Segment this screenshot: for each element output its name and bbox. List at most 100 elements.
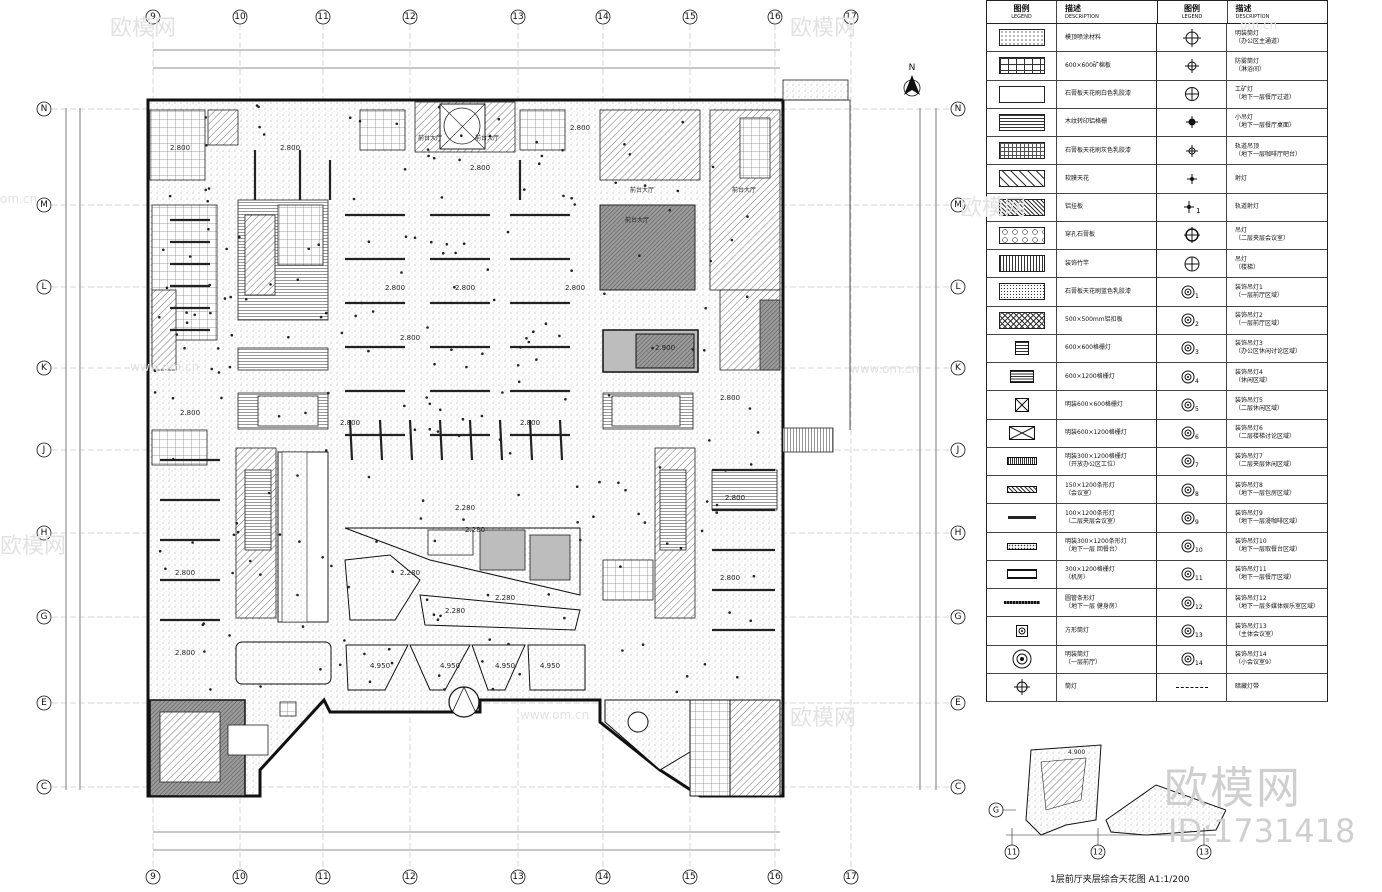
downlight-icon [540, 154, 544, 158]
downlight-icon [564, 398, 567, 401]
downlight-icon [525, 337, 528, 340]
legend-description-line: 防雾筒灯 [1235, 57, 1260, 65]
downlight-icon [205, 144, 208, 147]
downlight-icon [209, 688, 212, 691]
legend-row: 圆管条形灯（地下一层 健身房） [987, 589, 1157, 618]
downlight-icon [461, 417, 465, 421]
legend-row: 600×600矿棉板 [987, 52, 1157, 81]
ceiling-elevation-label: 4.950 [495, 662, 515, 670]
downlight-icon [319, 668, 322, 671]
legend-row: 石膏板天花刷蓝色乳胶漆 [987, 278, 1157, 307]
downlight-icon [643, 521, 647, 524]
downlight-icon [728, 611, 731, 614]
downlight-icon [168, 194, 172, 198]
downlight-icon [715, 503, 719, 507]
legend-row: 明装筒灯（一层前厅） [987, 645, 1157, 674]
thin-strip-icon [987, 504, 1057, 532]
downlight-icon [700, 529, 704, 533]
legend-description: 600×600矿棉板 [1057, 52, 1156, 79]
legend-description: 装饰吊灯13（主体会议室） [1227, 617, 1327, 644]
legend-row: 100×1200条形灯（二层夹层会议室） [987, 504, 1157, 533]
pendant-icon [1157, 221, 1227, 249]
downlight-icon [507, 642, 510, 646]
legend-description-line: （一层前厅） [1065, 659, 1102, 667]
bottom-grid-axis-label: 16 [769, 872, 781, 882]
downlight-icon [532, 330, 535, 334]
legend-description-line: 装饰吊灯11 [1235, 566, 1267, 574]
ceiling-elevation-label: 2.280 [495, 594, 515, 602]
tube-strip-icon [987, 589, 1057, 617]
inset-col-bubble [1196, 844, 1212, 860]
right-row-axis-bubble [950, 101, 966, 117]
downlight-icon [547, 593, 551, 596]
legend-row: 筒灯 [987, 673, 1157, 702]
legend-description: 明装300×1200格栅灯（开放办公区工位） [1057, 448, 1156, 475]
deco-pendant-9-icon: 9 [1157, 504, 1227, 532]
downlight-icon [492, 298, 496, 302]
watermark-id: ID:1731418 [1168, 812, 1356, 850]
legend-description: 装饰吊灯4（休闲区域） [1227, 363, 1327, 390]
legend-description-line: （办公区主通道） [1235, 37, 1284, 45]
downlight-icon [563, 616, 566, 620]
legend-row: 工矿灯（地下一层餐厅过道） [1157, 80, 1327, 109]
downlight-icon [307, 247, 311, 251]
downlight-icon [607, 394, 611, 397]
downlight-icon [465, 365, 468, 369]
left-row-axis-bubble [36, 609, 52, 625]
downlight-icon [440, 196, 444, 199]
left-row-axis-bubble [36, 360, 52, 376]
legend-description-line: （一层前厅区域） [1235, 320, 1284, 328]
downlight-icon [715, 511, 718, 514]
downlight-icon [267, 491, 271, 495]
downlight-icon [450, 348, 453, 352]
downlight-icon [573, 203, 576, 206]
svg-text:4: 4 [1195, 378, 1199, 385]
top-grid-axis-bubble [682, 9, 698, 25]
top-grid-axis-bubble [595, 9, 611, 25]
downlight-icon [637, 512, 640, 516]
downlight-icon [210, 367, 213, 371]
right-row-axis-bubble [950, 525, 966, 541]
downlight-icon [453, 285, 456, 289]
legend-row: 小吊灯（地下一层餐厅桌面） [1157, 108, 1327, 137]
downlight-icon [354, 314, 358, 318]
deco-pendant-6-icon: 6 [1157, 419, 1227, 447]
legend-description: 装饰吊灯3（办公区休闲讨论区域） [1227, 335, 1327, 362]
legend-symbol-cn: 图例 [1013, 3, 1030, 13]
deco-pendant-11-icon: 11 [1157, 560, 1227, 588]
downlight-icon [206, 199, 209, 203]
downlight-icon [562, 194, 565, 198]
downlight-icon [259, 685, 262, 688]
square-grille-icon [987, 334, 1057, 362]
downlight-icon [527, 340, 531, 344]
legend-description-line: （地下一层咖啡厅吧台） [1235, 150, 1302, 158]
legend-description-line: （地下一层 回餐台） [1065, 546, 1121, 554]
legend-description-line: 装饰吊灯4 [1235, 368, 1263, 376]
downlight-icon [486, 268, 490, 271]
ceiling-elevation-label: 2.800 [570, 124, 590, 132]
downlight-icon [430, 240, 433, 244]
downlight-icon [360, 301, 364, 305]
downlight-icon [347, 585, 351, 589]
legend-description: 射灯 [1227, 165, 1327, 192]
ceiling-elevation-label: 2.800 [400, 334, 420, 342]
ceiling-elevation-label: 2.800 [175, 569, 195, 577]
downlight-icon [391, 570, 395, 573]
ceiling-elevation-label: 2.800 [340, 419, 360, 427]
legend-description-line: 模顶喷涂材料 [1065, 33, 1102, 41]
right-row-axis-label: N [955, 104, 962, 114]
legend-description-line: （办公区休闲讨论区域） [1235, 348, 1302, 356]
dotted-swatch-icon [987, 24, 1057, 52]
downlight-icon [458, 158, 461, 162]
legend-description-line: 装饰吊灯13 [1235, 622, 1267, 630]
ceiling-elevation-label: 2.800 [520, 419, 540, 427]
dotted-strip-icon [987, 532, 1057, 560]
top-grid-axis-label: 16 [769, 12, 781, 22]
downlight-icon [403, 168, 407, 171]
downlight-icon [287, 335, 290, 339]
downlight-icon [437, 674, 441, 677]
legend-description-line: 轨道吊顶 [1235, 142, 1260, 150]
drawing-title: 1层前厅夹层综合天花图 A1:1/200 [1050, 875, 1190, 885]
